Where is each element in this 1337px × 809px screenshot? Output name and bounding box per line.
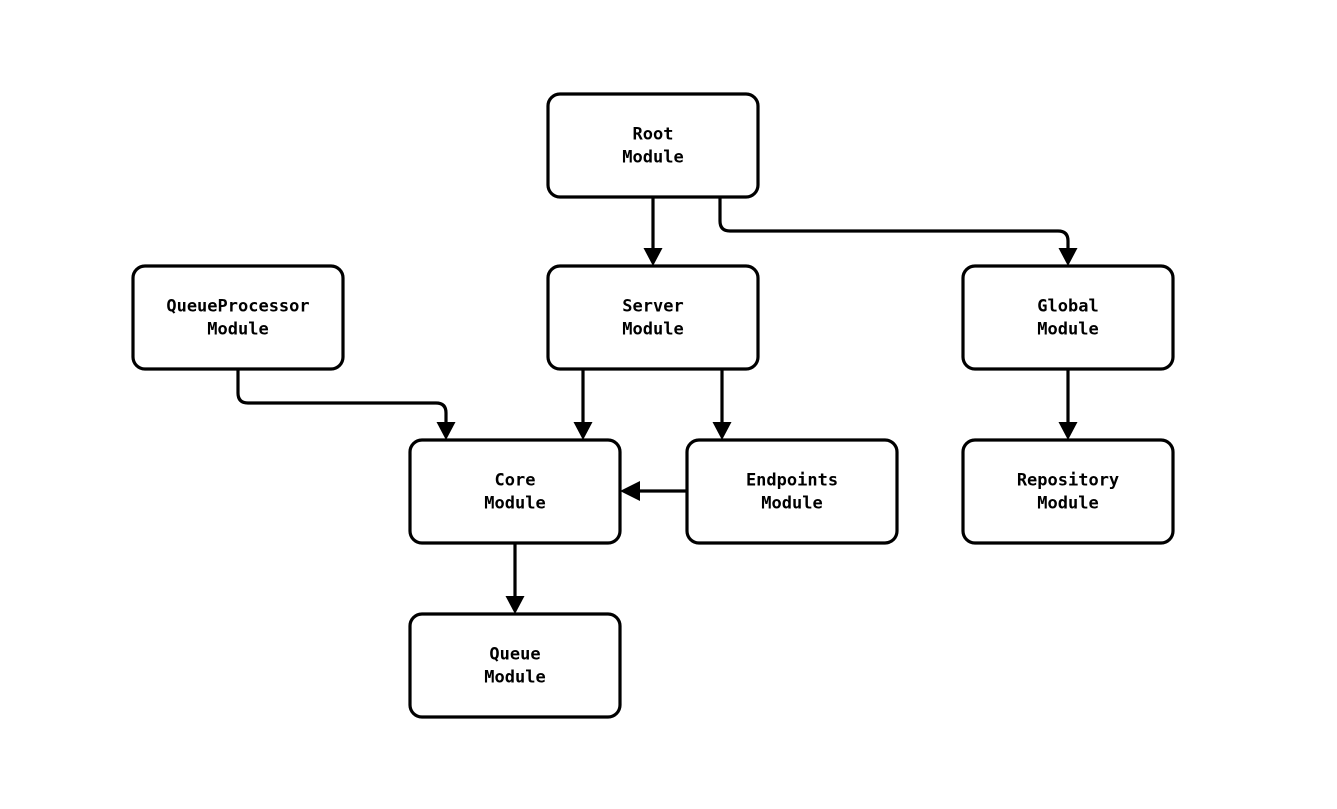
server-module-node-label-line1: Server (622, 297, 683, 317)
queue-module-node-box[interactable] (408, 612, 622, 719)
edge-global-to-repository-arrowhead-icon (1058, 422, 1078, 440)
edge-queueprocessor-to-core-arrowhead-icon (436, 422, 456, 440)
server-module-node-box[interactable] (546, 264, 760, 371)
queueprocessor-module-node-box[interactable] (131, 264, 345, 371)
queueprocessor-module-node-label-line2: Module (207, 320, 268, 340)
repository-module-node-box[interactable] (961, 438, 1175, 545)
queueprocessor-module-node-label-line1: QueueProcessor (166, 297, 309, 317)
edge-global-to-repository (1058, 369, 1078, 440)
edge-root-to-global (718, 197, 1078, 266)
edge-queueprocessor-to-core-line (236, 369, 448, 430)
edge-endpoints-to-core (620, 481, 687, 501)
edge-endpoints-to-core-arrowhead-icon (620, 481, 640, 501)
edge-root-to-server (643, 197, 663, 266)
repository-module-node-label-line2: Module (1037, 494, 1098, 514)
global-module-node-label-line2: Module (1037, 320, 1098, 340)
queue-module-node-label-line1: Queue (489, 645, 540, 665)
edge-root-to-server-arrowhead-icon (643, 248, 663, 266)
edge-queueprocessor-to-core (236, 369, 456, 440)
queue-module-node-label-line2: Module (484, 668, 545, 688)
core-module-node-label-line1: Core (495, 471, 536, 491)
edge-root-to-global-arrowhead-icon (1058, 248, 1078, 266)
core-module-node-box[interactable] (408, 438, 622, 545)
root-module-node-box[interactable] (546, 92, 760, 199)
root-module-node-label-line1: Root (633, 125, 674, 145)
edge-server-to-endpoints (712, 369, 732, 440)
core-module-node-label-line2: Module (484, 494, 545, 514)
edge-server-to-core-arrowhead-icon (573, 422, 593, 440)
global-module-node-label-line1: Global (1037, 297, 1098, 317)
root-module-node-label-line2: Module (622, 148, 683, 168)
global-module-node-box[interactable] (961, 264, 1175, 371)
edge-core-to-queue-arrowhead-icon (505, 596, 525, 614)
edge-server-to-core (573, 369, 593, 440)
edges-layer (236, 197, 1078, 614)
edge-server-to-endpoints-arrowhead-icon (712, 422, 732, 440)
endpoints-module-node-label-line2: Module (761, 494, 822, 514)
endpoints-module-node-label-line1: Endpoints (746, 471, 838, 491)
repository-module-node-label-line1: Repository (1017, 471, 1119, 491)
edge-core-to-queue (505, 543, 525, 614)
edge-root-to-global-line (718, 197, 1070, 256)
endpoints-module-node-box[interactable] (685, 438, 899, 545)
server-module-node-label-line2: Module (622, 320, 683, 340)
